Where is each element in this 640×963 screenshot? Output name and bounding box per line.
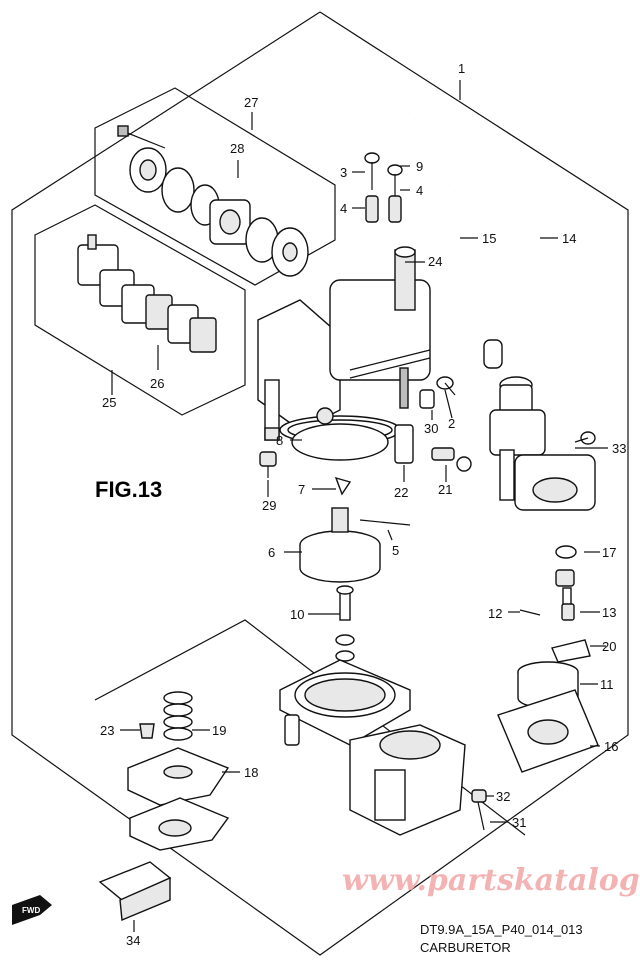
reed-valve-inset-box <box>34 204 246 416</box>
diagram-title: CARBURETOR <box>420 940 511 955</box>
watermark: www.partskatalog.ru <box>342 863 640 898</box>
top-screws-springs <box>364 152 403 223</box>
callout-33: 33 <box>612 441 626 456</box>
callout-30: 30 <box>424 421 438 436</box>
carburetor-body <box>257 246 431 445</box>
fuel-pump-inset-box <box>94 87 336 286</box>
callout-9: 9 <box>416 159 423 174</box>
callout-29: 29 <box>262 498 276 513</box>
callout-5: 5 <box>392 543 399 558</box>
callout-11: 11 <box>600 677 614 692</box>
callout-8: 8 <box>276 433 283 448</box>
callout-17: 17 <box>602 545 616 560</box>
callout-34: 34 <box>126 933 140 948</box>
frame-outline <box>11 11 629 956</box>
callout-12: 12 <box>488 606 502 621</box>
callout-2: 2 <box>448 416 455 431</box>
callout-4: 4 <box>340 201 347 216</box>
float-needle <box>334 476 352 496</box>
o-ring-large <box>291 423 389 461</box>
callout-24: 24 <box>428 254 442 269</box>
callout-13: 13 <box>602 605 616 620</box>
callout-19: 19 <box>212 723 226 738</box>
right-small-parts <box>394 367 472 472</box>
callout-10: 10 <box>290 607 304 622</box>
callout-21: 21 <box>438 482 452 497</box>
forward-arrow-icon: FWD <box>12 895 52 925</box>
fuel-hose-short-inner <box>445 184 499 326</box>
float-chamber <box>279 659 411 746</box>
callout-16: 16 <box>604 739 618 754</box>
callout-6: 6 <box>268 545 275 560</box>
main-jet <box>335 585 355 662</box>
idle-screw <box>259 451 277 478</box>
callout-20: 20 <box>602 639 616 654</box>
callout-32: 32 <box>496 789 510 804</box>
reed-valve-assembly <box>77 234 217 353</box>
fuel-pump-assembly <box>117 125 309 277</box>
callout-18: 18 <box>244 765 258 780</box>
callout-22: 22 <box>394 485 408 500</box>
callout-28: 28 <box>230 141 244 156</box>
left-lower-parts <box>98 691 230 922</box>
callout-26: 26 <box>150 376 164 391</box>
callout-27: 27 <box>244 95 258 110</box>
svg-text:FWD: FWD <box>22 906 40 915</box>
diaphragm-parts <box>497 639 599 773</box>
fuel-pump-body <box>489 376 596 511</box>
float <box>299 507 411 583</box>
callout-15: 15 <box>482 231 496 246</box>
callout-25: 25 <box>102 395 116 410</box>
chamber-bracket <box>349 724 466 836</box>
callout-labels: 1 2 3 4 4 5 6 7 8 9 10 11 12 13 14 15 16… <box>100 61 626 948</box>
callout-23: 23 <box>100 723 114 738</box>
callout-31: 31 <box>512 815 526 830</box>
callout-7: 7 <box>298 482 305 497</box>
figure-label: FIG.13 <box>95 477 162 502</box>
hose-fitting <box>483 339 503 369</box>
callout-3: 3 <box>340 165 347 180</box>
callout-1: 1 <box>458 61 465 76</box>
leader-lines <box>111 80 608 932</box>
callout-14: 14 <box>562 231 576 246</box>
callout-4b: 4 <box>416 183 423 198</box>
right-jets <box>519 545 577 621</box>
fuel-hose-long-inner <box>408 108 574 391</box>
model-code: DT9.9A_15A_P40_014_013 <box>420 922 583 937</box>
drain-screw <box>471 789 487 831</box>
